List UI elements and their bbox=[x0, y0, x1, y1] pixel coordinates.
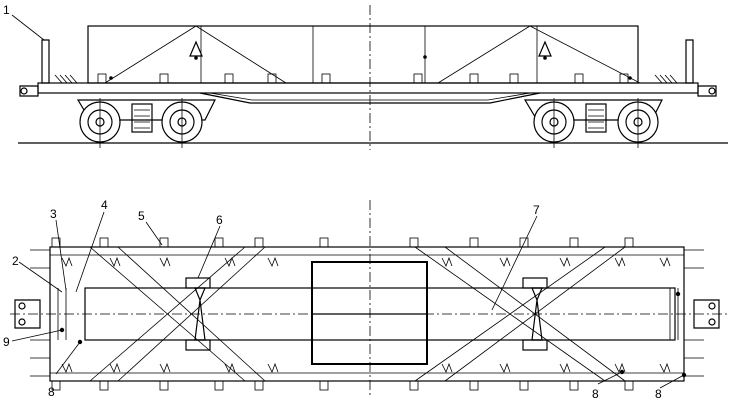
callout-leader bbox=[11, 14, 45, 41]
callout-8-right: 8 bbox=[655, 387, 662, 401]
car-frame bbox=[19, 74, 717, 104]
bracket-block bbox=[185, 277, 211, 289]
bracket-block bbox=[522, 277, 548, 289]
fastener bbox=[109, 76, 113, 80]
stake-pocket bbox=[224, 73, 234, 84]
coupler-right bbox=[697, 85, 717, 97]
deck bbox=[37, 82, 699, 94]
bracket-strut bbox=[531, 287, 543, 341]
stake-pocket bbox=[509, 73, 519, 84]
plan-stake-pockets bbox=[51, 237, 634, 391]
lashing-marks bbox=[61, 256, 671, 373]
stake-pocket bbox=[619, 73, 629, 84]
stake-pocket bbox=[159, 73, 169, 84]
tie-down-wire bbox=[437, 25, 531, 84]
callout-2: 2 bbox=[12, 254, 19, 268]
cargo-load bbox=[87, 25, 641, 84]
callout-8-left: 8 bbox=[48, 385, 55, 399]
bracket-block bbox=[522, 339, 548, 351]
callout-1: 1 bbox=[3, 3, 10, 17]
coupler-knuckle bbox=[708, 87, 716, 95]
side-view: 1 bbox=[3, 3, 728, 150]
tie-down-wire bbox=[104, 25, 197, 84]
deck-outline bbox=[49, 246, 685, 382]
plan-view: 2 3 4 5 6 7 8 8 8 9 bbox=[3, 198, 728, 401]
bolster bbox=[131, 103, 153, 133]
bracket-block bbox=[185, 339, 211, 351]
bracket-strut bbox=[194, 287, 206, 341]
bogie-left bbox=[76, 98, 216, 148]
deck-end-hatch bbox=[654, 74, 678, 84]
coupler-knuckle bbox=[20, 87, 28, 95]
stake-pocket bbox=[574, 73, 584, 84]
bogie-right bbox=[523, 98, 663, 148]
fastener bbox=[543, 56, 547, 60]
coupler-pin bbox=[708, 302, 716, 310]
coupler-pin bbox=[18, 318, 26, 326]
callout-leaders bbox=[11, 211, 685, 389]
end-post-left bbox=[41, 39, 50, 84]
callout-9: 9 bbox=[3, 335, 10, 349]
stake-pocket bbox=[321, 73, 331, 84]
fastener bbox=[628, 76, 632, 80]
tie-down-wire bbox=[195, 25, 287, 84]
left-protrusions bbox=[30, 249, 50, 377]
bracket-triangle bbox=[189, 40, 203, 57]
fastener bbox=[423, 55, 427, 59]
right-protrusions bbox=[684, 249, 704, 377]
callout-7: 7 bbox=[533, 203, 540, 217]
tie-down-wire bbox=[529, 25, 641, 84]
spring-set bbox=[134, 109, 150, 129]
callout-6: 6 bbox=[216, 213, 223, 227]
deck-end-hatch bbox=[54, 74, 78, 84]
coupler-right-plan bbox=[693, 299, 720, 329]
end-stop-right bbox=[669, 288, 679, 340]
coupler-pin bbox=[18, 302, 26, 310]
bracket-triangle bbox=[538, 40, 552, 57]
stake-pocket bbox=[97, 73, 107, 84]
callout-8-center: 8 bbox=[592, 387, 599, 401]
callout-4: 4 bbox=[101, 198, 108, 212]
stake-pocket bbox=[267, 73, 277, 84]
coupler-pin bbox=[708, 318, 716, 326]
stake-pocket bbox=[413, 73, 423, 84]
fastener-dot bbox=[675, 291, 681, 297]
bolster bbox=[585, 103, 607, 133]
callout-3: 3 bbox=[50, 207, 57, 221]
cargo-beam bbox=[84, 287, 676, 341]
center-sill bbox=[199, 92, 541, 104]
plan-tie-down-wires bbox=[89, 246, 626, 382]
center-sill-inner bbox=[209, 92, 531, 101]
center-cargo-box bbox=[311, 261, 428, 365]
stake-pockets bbox=[97, 73, 629, 84]
coupler-left bbox=[19, 85, 39, 97]
coupler-left-plan bbox=[14, 299, 41, 329]
end-post-right bbox=[685, 39, 694, 84]
spring-set bbox=[588, 109, 604, 129]
callout-5: 5 bbox=[138, 209, 145, 223]
cargo-box bbox=[87, 25, 639, 84]
stake-pocket bbox=[469, 73, 479, 84]
end-stop-left bbox=[57, 288, 67, 340]
fastener bbox=[194, 56, 198, 60]
